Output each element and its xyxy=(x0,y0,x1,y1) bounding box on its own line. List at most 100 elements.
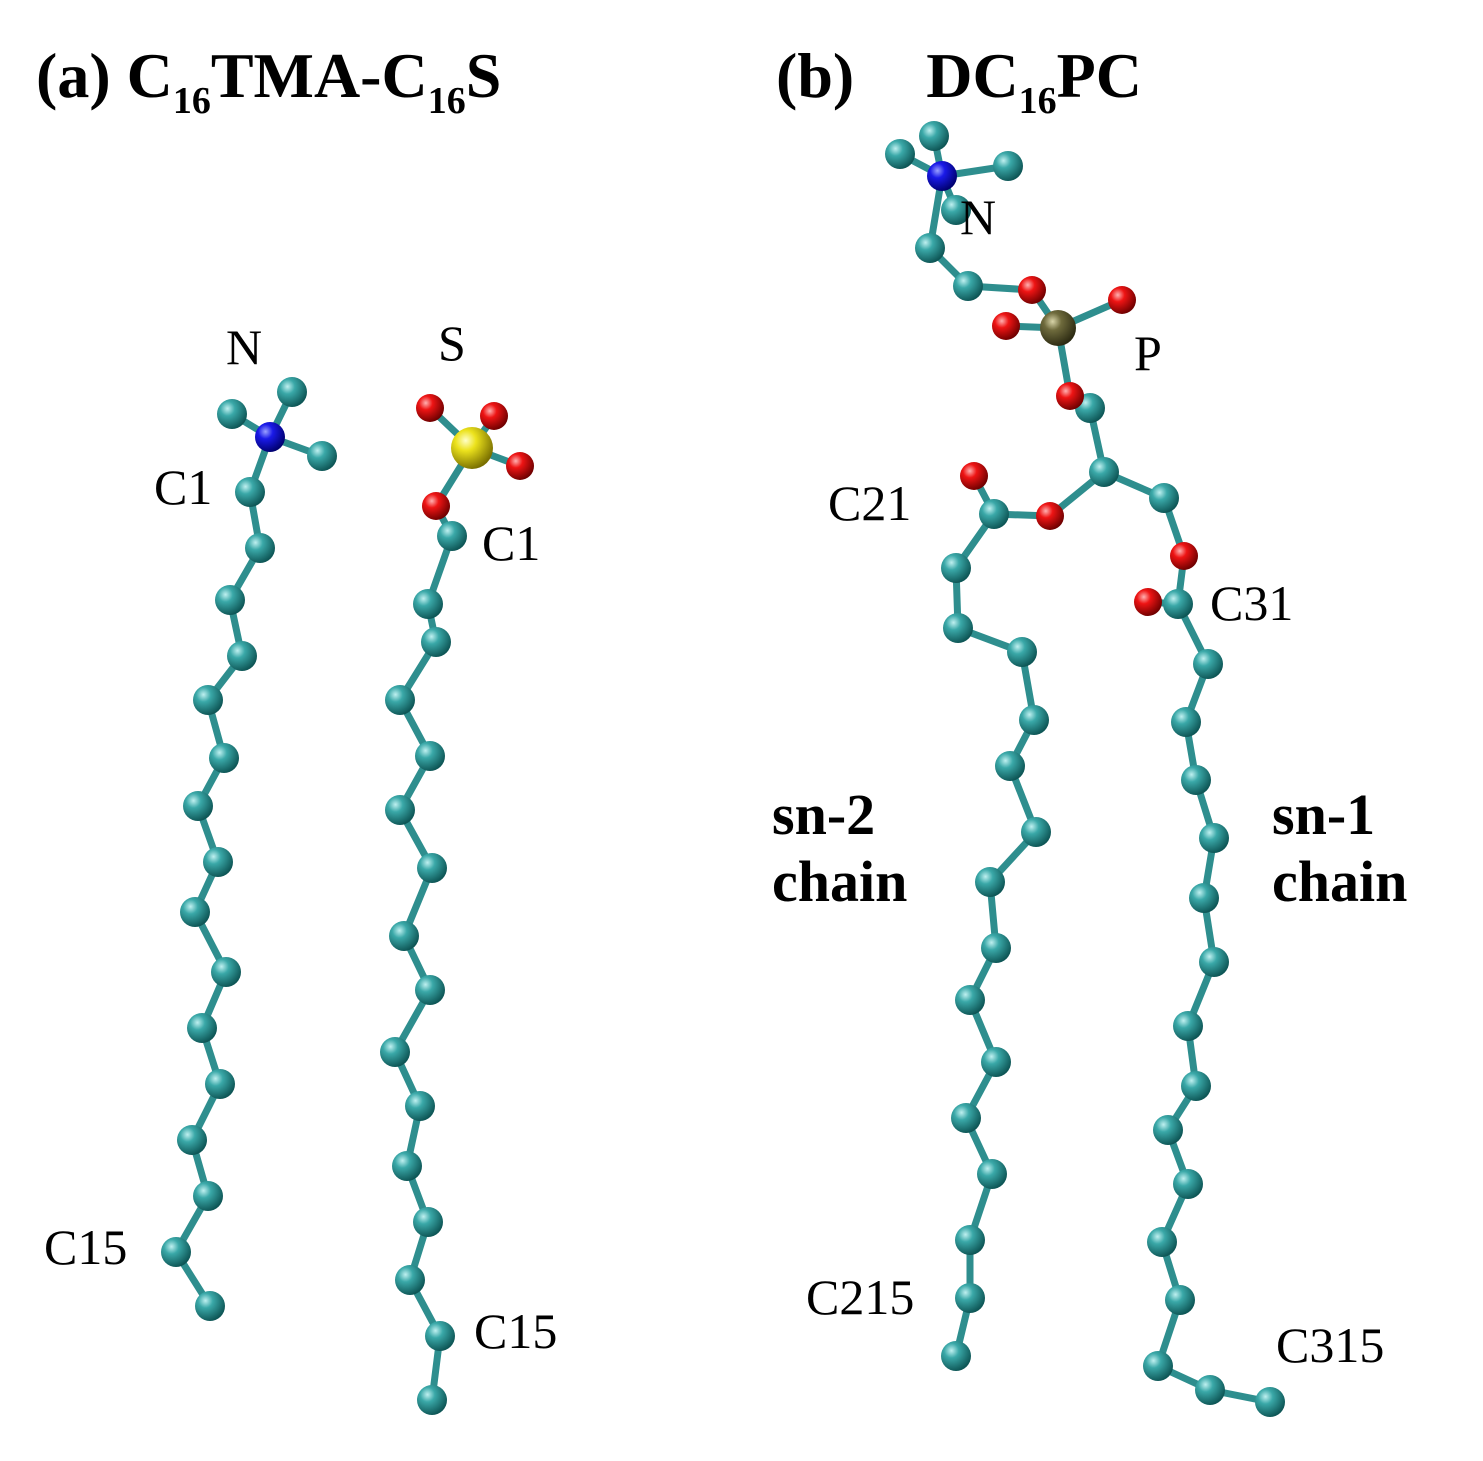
sulfonate-chain-carbon-atom xyxy=(413,589,443,619)
sulfonate-sulfur-atom xyxy=(451,427,493,469)
tma-chain-carbon-atom xyxy=(195,1291,225,1321)
sulfonate-chain-carbon-atom xyxy=(385,795,415,825)
tma-carbon-atom xyxy=(217,399,247,429)
sulfonate-chain-carbon-atom xyxy=(380,1037,410,1067)
sn1-chain-carbon-atom xyxy=(1181,1071,1211,1101)
sn2-chain-carbon-atom xyxy=(955,1283,985,1313)
sulfonate-chain-carbon-atom xyxy=(413,1207,443,1237)
atom-layer xyxy=(161,121,1285,1417)
tma-chain-carbon-atom xyxy=(205,1069,235,1099)
tma-chain-carbon-atom xyxy=(193,685,223,715)
label-lipid-nitrogen: N xyxy=(960,189,997,245)
sn1-chain-carbon-atom xyxy=(1255,1387,1285,1417)
tma-chain-carbon-atom xyxy=(211,957,241,987)
sulfonate-chain-carbon-atom xyxy=(385,685,415,715)
lipid-backbone-carbon-atom xyxy=(1089,457,1119,487)
label-c31: C31 xyxy=(1210,575,1294,631)
tma-chain-carbon-atom xyxy=(235,477,265,507)
sulfonate-chain-carbon-atom xyxy=(395,1265,425,1295)
sn1-chain-carbon-atom xyxy=(1173,1011,1203,1041)
sn2-chain-carbon-atom xyxy=(943,613,973,643)
sn2-chain-carbon-atom xyxy=(1019,705,1049,735)
lipid-oxygen-atom xyxy=(960,462,988,490)
tma-chain-carbon-atom xyxy=(177,1125,207,1155)
sulfonate-oxygen-atom xyxy=(422,492,450,520)
panel-b-title-suffix: PC xyxy=(1056,40,1142,111)
tma-chain-carbon-atom xyxy=(161,1237,191,1267)
sn1-chain-carbon-atom xyxy=(1165,1285,1195,1315)
bond-layer xyxy=(172,132,1274,1406)
tma-chain-carbon-atom xyxy=(215,585,245,615)
sulfonate-chain-carbon-atom xyxy=(405,1091,435,1121)
label-cation-c1: C1 xyxy=(154,459,213,515)
sn2-chain-carbon-atom xyxy=(955,1225,985,1255)
panel-b-title-prefix: (b) xyxy=(776,40,855,111)
sn2-chain-carbon-atom xyxy=(1021,817,1051,847)
lipid-oxygen-atom xyxy=(1036,502,1064,530)
sn1-chain-label-line2: chain xyxy=(1272,848,1408,914)
panel-a-title-mid: TMA-C xyxy=(210,40,428,111)
sn1-chain-carbon-atom xyxy=(1143,1351,1173,1381)
sn2-chain-label: sn-2 chain xyxy=(772,782,907,915)
sn1-chain-carbon-atom xyxy=(1163,589,1193,619)
tma-carbon-atom xyxy=(277,377,307,407)
panel-a-title: (a) C16TMA-C16S xyxy=(36,44,501,121)
sn2-chain-carbon-atom xyxy=(977,1159,1007,1189)
sulfonate-oxygen-atom xyxy=(416,394,444,422)
sulfonate-chain-carbon-atom xyxy=(425,1321,455,1351)
lipid-oxygen-atom xyxy=(992,312,1020,340)
sn1-chain-carbon-atom xyxy=(1195,1375,1225,1405)
lipid-oxygen-atom xyxy=(1170,542,1198,570)
choline-carbon-atom xyxy=(941,195,971,225)
sulfonate-chain-carbon-atom xyxy=(392,1151,422,1181)
lipid-phosphorus-atom xyxy=(1040,310,1076,346)
sulfonate-oxygen-atom xyxy=(506,452,534,480)
sulfonate-chain-carbon-atom xyxy=(415,741,445,771)
sn2-chain-carbon-atom xyxy=(955,985,985,1015)
choline-carbon-atom xyxy=(919,121,949,151)
sn2-chain-carbon-atom xyxy=(979,499,1009,529)
sulfonate-chain-carbon-atom xyxy=(417,1385,447,1415)
label-c21: C21 xyxy=(828,475,912,531)
lipid-oxygen-atom xyxy=(1134,588,1162,616)
choline-carbon-atom xyxy=(993,151,1023,181)
sulfonate-oxygen-atom xyxy=(480,402,508,430)
sn1-chain-carbon-atom xyxy=(1199,947,1229,977)
label-anion-sulfur: S xyxy=(438,315,466,371)
panel-b-title-main: DC xyxy=(926,40,1019,111)
sn2-chain-carbon-atom xyxy=(981,1047,1011,1077)
label-lipid-phosphorus: P xyxy=(1134,325,1162,381)
tma-chain-carbon-atom xyxy=(183,791,213,821)
tma-chain-carbon-atom xyxy=(193,1181,223,1211)
tma-chain-carbon-atom xyxy=(187,1013,217,1043)
panel-b-title-sub: 16 xyxy=(1018,80,1057,122)
sn2-chain-carbon-atom xyxy=(951,1103,981,1133)
panel-a-title-suffix: S xyxy=(465,40,502,111)
tma-nitrogen-atom xyxy=(255,422,285,452)
label-cation-c15: C15 xyxy=(44,1219,128,1275)
sulfonate-chain-carbon-atom xyxy=(389,921,419,951)
sn2-chain-label-line1: sn-2 xyxy=(772,782,876,847)
sn2-chain-carbon-atom xyxy=(995,751,1025,781)
tma-chain-carbon-atom xyxy=(227,641,257,671)
sn2-chain-label-line2: chain xyxy=(772,848,908,914)
lipid-backbone-carbon-atom xyxy=(915,233,945,263)
sn1-chain-label-line1: sn-1 xyxy=(1272,782,1376,847)
panel-a-title-sub1: 16 xyxy=(172,80,211,122)
sn2-chain-carbon-atom xyxy=(975,867,1005,897)
label-c315: C315 xyxy=(1276,1317,1385,1373)
lipid-backbone-carbon-atom xyxy=(953,271,983,301)
sn1-chain-carbon-atom xyxy=(1147,1227,1177,1257)
label-cation-nitrogen: N xyxy=(226,319,263,375)
panel-a-title-sub2: 16 xyxy=(427,80,466,122)
label-c215: C215 xyxy=(806,1269,915,1325)
sn2-chain-carbon-atom xyxy=(941,553,971,583)
sn1-chain-carbon-atom xyxy=(1199,823,1229,853)
choline-nitrogen-atom xyxy=(927,161,957,191)
sn1-chain-carbon-atom xyxy=(1189,883,1219,913)
sn2-chain-carbon-atom xyxy=(981,933,1011,963)
sn1-chain-carbon-atom xyxy=(1181,765,1211,795)
lipid-oxygen-atom xyxy=(1056,382,1084,410)
